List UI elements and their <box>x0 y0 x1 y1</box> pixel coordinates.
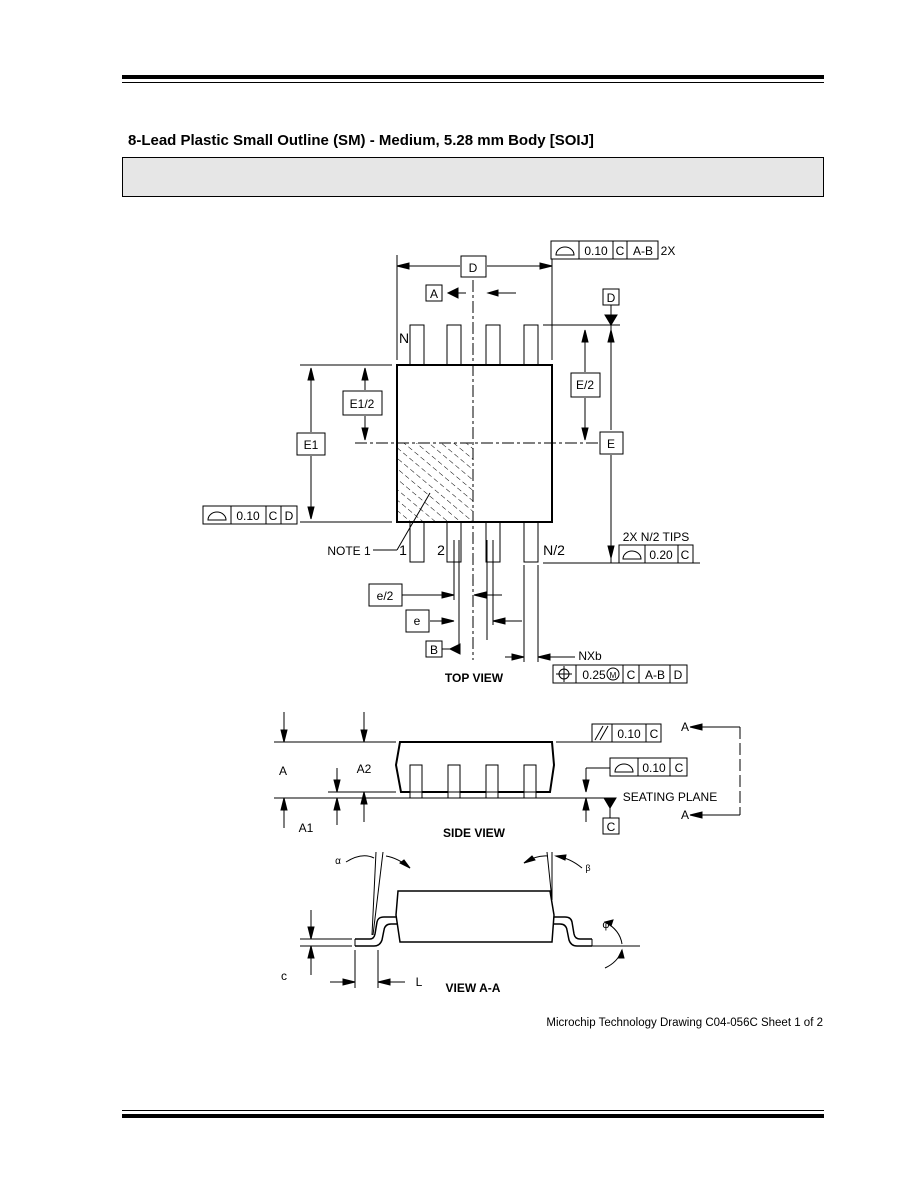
fcf-side-ref-c: C <box>675 761 684 775</box>
seating-plane-label: SEATING PLANE <box>623 790 717 804</box>
pin-n-label: N <box>399 330 409 346</box>
fcf-position <box>552 664 688 684</box>
fcf-side-value: 0.10 <box>642 761 666 775</box>
fcf-profile-side <box>609 757 688 777</box>
dim-e1-half-label: E1/2 <box>350 397 375 411</box>
datum-d-label: D <box>607 291 616 305</box>
datum-box-c <box>602 817 620 835</box>
dim-a1-label: A1 <box>299 821 314 835</box>
datum-box-d <box>602 288 620 306</box>
fcf-left-value: 0.10 <box>236 509 260 523</box>
side-body <box>394 741 556 793</box>
dim-d-label: D <box>469 261 478 275</box>
beta-label: β <box>585 863 590 873</box>
fcf-left-ref-c: C <box>269 509 278 523</box>
side-view-boxes <box>602 817 620 835</box>
nxb-label: NXb <box>578 649 602 663</box>
datum-box-a <box>425 284 443 302</box>
dim-box-d <box>460 255 487 278</box>
dim-l-label: L <box>416 975 423 989</box>
dim-e-half-label: E/2 <box>576 378 594 392</box>
datum-b-label: B <box>430 643 438 657</box>
side-view <box>274 712 741 828</box>
top-view-title: TOP VIEW <box>445 671 504 685</box>
lead <box>409 324 425 366</box>
dim-box-e <box>599 431 624 455</box>
fcf-top-ref-c: C <box>616 244 625 258</box>
fcf-profile-tips <box>618 544 694 564</box>
drawing-reference: Microchip Technology Drawing C04-056C Sh… <box>546 1017 823 1029</box>
lead <box>409 521 425 563</box>
note1-label: NOTE 1 <box>327 544 371 558</box>
datum-a-label: A <box>430 287 438 301</box>
bottom-rule <box>122 1114 824 1118</box>
pin-2-label: 2 <box>437 542 445 558</box>
fcf-top-value: 0.10 <box>584 244 608 258</box>
top-view <box>300 255 700 662</box>
fcf-tips-ref-c: C <box>681 548 690 562</box>
detail-view-title: VIEW A-A <box>446 981 501 995</box>
dim-a-label: A <box>279 764 287 778</box>
fcf-parallel <box>591 723 662 743</box>
bottom-rule-thin <box>122 1110 824 1111</box>
datum-d-triangle <box>604 314 618 326</box>
datum-c-label: C <box>607 820 616 834</box>
tips-label: 2X N/2 TIPS <box>623 530 689 544</box>
dim-box-e-pitch-half <box>368 583 403 607</box>
dim-box-e1-half <box>342 390 383 416</box>
alpha-label: α <box>335 856 341 867</box>
fcf-position-ref-ab: A-B <box>645 668 665 682</box>
lead <box>446 324 462 366</box>
fcf-position-modifier: M <box>610 671 617 680</box>
top-rule-thin <box>122 82 824 83</box>
fcf-top-2x: 2X <box>661 244 676 258</box>
dim-e-label: E <box>607 437 615 451</box>
detail-view <box>300 851 640 988</box>
dim-e1-label: E1 <box>304 438 319 452</box>
fcf-position-ref-c: C <box>627 668 636 682</box>
top-view-labels <box>296 255 624 658</box>
dim-box-e1 <box>296 432 326 456</box>
fcf-profile-left <box>202 505 298 525</box>
section-a-bottom-label: A <box>681 808 689 822</box>
page-title: 8-Lead Plastic Small Outline (SM) - Medi… <box>128 132 594 149</box>
detail-body <box>395 890 555 943</box>
pin-n-half-label: N/2 <box>543 542 565 558</box>
top-view-text: D A D E/2 E E1/2 E1 e/2 e B N 1 2 N/2 NO… <box>304 261 616 685</box>
lead <box>523 521 539 563</box>
pin1-hatch-area <box>397 443 473 522</box>
lead <box>485 324 501 366</box>
dim-a2-label: A2 <box>357 762 372 776</box>
datum-box-b <box>425 640 443 658</box>
dim-c-label: c <box>281 969 287 983</box>
fcf-position-ref-d: D <box>674 668 683 682</box>
fcf-profile-top <box>550 240 659 260</box>
dim-box-e-pitch <box>405 609 430 633</box>
dim-pitch-label: e <box>414 614 421 628</box>
fcf-left-ref-d: D <box>285 509 294 523</box>
fcf-parallel-ref-c: C <box>650 727 659 741</box>
dim-pitch-half-label: e/2 <box>377 589 394 603</box>
fcf-position-value: 0.25 <box>582 668 606 682</box>
section-a-top-label: A <box>681 720 689 734</box>
pin-1-label: 1 <box>399 542 407 558</box>
fcf-parallel-value: 0.10 <box>617 727 641 741</box>
side-view-title: SIDE VIEW <box>443 826 506 840</box>
phi-label: φ <box>602 919 609 931</box>
dim-box-e-half <box>570 372 601 398</box>
fcf-tips-value: 0.20 <box>649 548 673 562</box>
top-rule <box>122 75 824 79</box>
lead <box>523 324 539 366</box>
note-box <box>122 157 824 197</box>
fcf-top-ref-ab: A-B <box>633 244 653 258</box>
